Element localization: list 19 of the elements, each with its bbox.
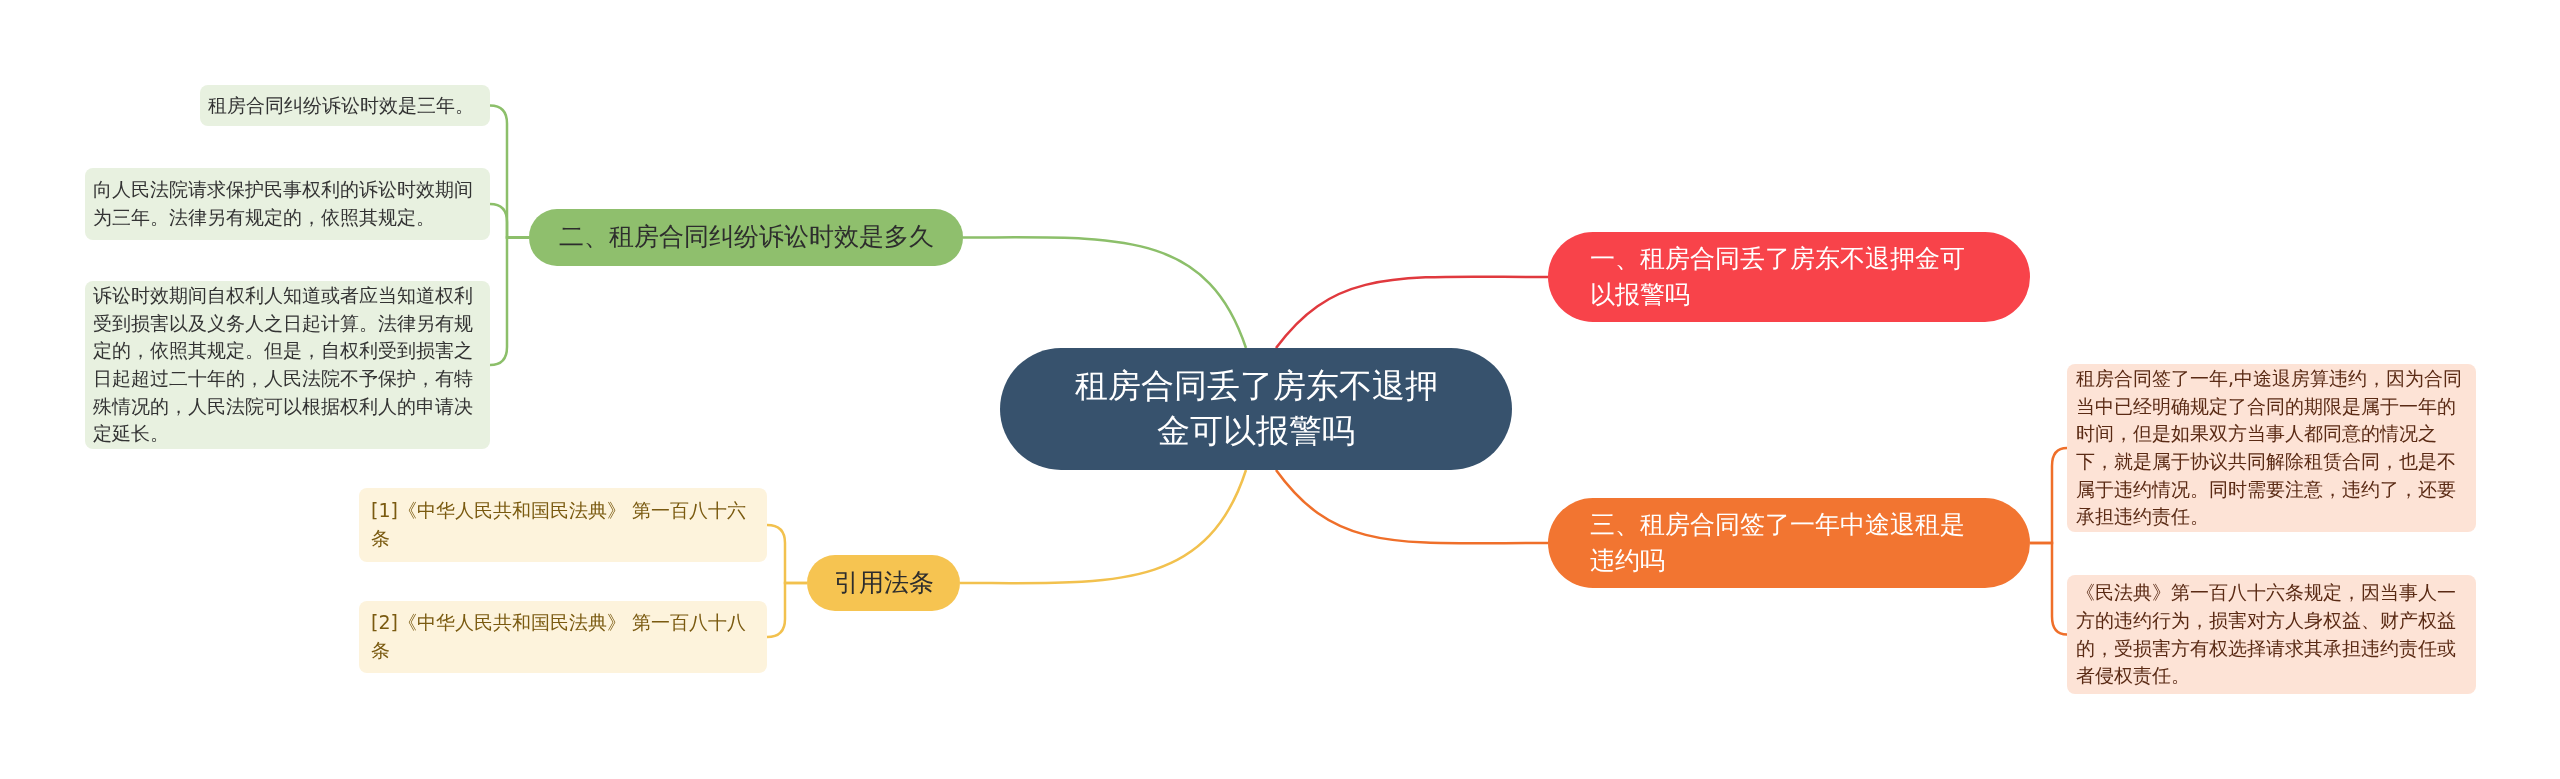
- note-card: 租房合同纠纷诉讼时效是三年。: [200, 85, 490, 126]
- note-card: 诉讼时效期间自权利人知道或者应当知道权利受到损害以及义务人之日起计算。法律另有规定的，依照其规定。但是，自权利受到损害之日起超过二十年的，人民法院不予保护，有特殊情况的，人民法院可以根据权利人的申请决定延长。: [85, 281, 490, 449]
- connector-line: [963, 236, 1248, 349]
- note-card: 向人民法院请求保护民事权利的诉讼时效期间为三年。法律另有规定的，依照其规定。: [85, 168, 490, 240]
- topic-pill: 一、租房合同丢了房东不退押金可以报警吗: [1548, 232, 2030, 322]
- connector-line: [1275, 469, 1548, 545]
- note-card: [1]《中华人民共和国民法典》 第一百八十六条: [359, 488, 767, 562]
- topic-pill: 二、租房合同纠纷诉讼时效是多久: [529, 209, 963, 266]
- topic-pill: 三、租房合同签了一年中途退租是违约吗: [1548, 498, 2030, 588]
- topic-pill: 租房合同丢了房东不退押金可以报警吗: [1000, 348, 1512, 470]
- connector-line: [960, 469, 1248, 585]
- connector-line: [1275, 275, 1548, 349]
- note-card: [2]《中华人民共和国民法典》 第一百八十八条: [359, 601, 767, 673]
- topic-pill: 引用法条: [807, 555, 960, 611]
- connector-line: [2030, 541, 2068, 636]
- note-card: 《民法典》第一百八十六条规定，因当事人一方的违约行为，损害对方人身权益、财产权益的，受损害方有权选择请求其承担违约责任或者侵权责任。: [2067, 575, 2476, 694]
- connector-line: [489, 236, 529, 367]
- connector-line: [766, 581, 807, 639]
- note-card: 租房合同签了一年,中途退房算违约，因为合同当中已经明确规定了合同的期限是属于一年的时间，但是如果双方当事人都同意的情况之下，就是属于协议共同解除租赁合同，也是不属于违约情况。同时需要注意，违约了，还要承担违约责任。: [2067, 364, 2476, 532]
